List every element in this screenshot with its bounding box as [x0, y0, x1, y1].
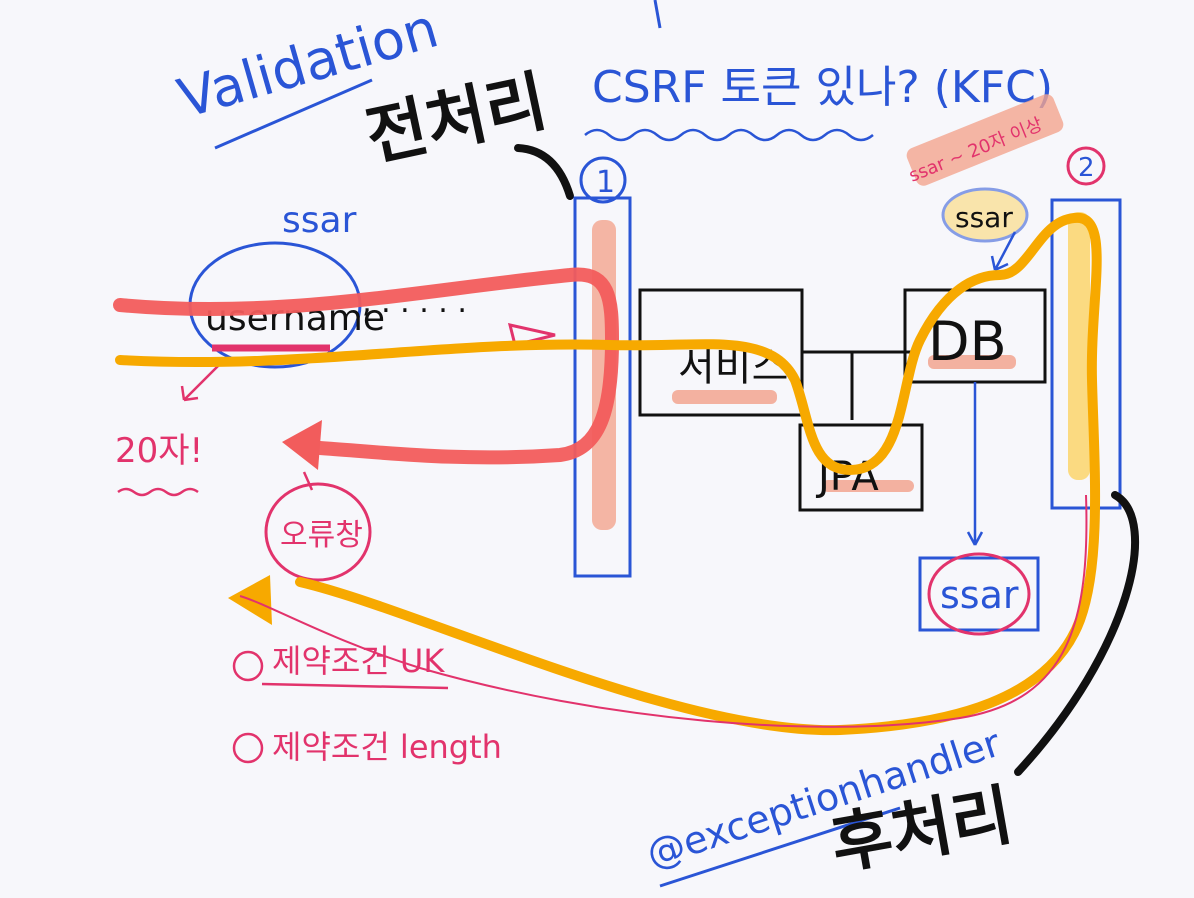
jpa-box [798, 423, 924, 512]
limit-note-underline [117, 487, 199, 497]
error-bubble-pointer [302, 471, 314, 491]
preprocess-arrow-stroke [514, 144, 574, 200]
filter-2-marker: 2 [1078, 153, 1095, 183]
ssar-tag-arrow [990, 231, 1017, 272]
db-highlight [928, 355, 1016, 369]
db-result-label: ssar [940, 573, 1019, 617]
csrf-question: CSRF 토큰 있나? (KFC) [592, 62, 1053, 113]
service-db-connector [802, 350, 912, 420]
pink-return-line [239, 494, 1088, 728]
constraint-1-bullet [232, 650, 264, 682]
db-result-line [966, 382, 984, 546]
red-flow-arrowhead [282, 420, 322, 470]
filter-2-highlight [1068, 212, 1090, 480]
client-user-label: ssar [282, 200, 357, 241]
jpa-highlight [822, 480, 914, 492]
exception-handler-underline [659, 806, 901, 888]
error-bubble-label: 오류창 [280, 518, 363, 553]
ssar-tag-outline [941, 187, 1029, 243]
filter-1-pillar [573, 196, 632, 578]
limit-note-arrow [180, 361, 223, 402]
filter-1-marker: 1 [596, 165, 615, 200]
constraint-1-underline [261, 682, 449, 690]
db-result-circle [927, 552, 1031, 636]
limit-note: 20자! [115, 431, 203, 471]
db-label: DB [928, 310, 1007, 373]
red-request-flow [113, 267, 620, 465]
db-check-highlight [906, 94, 1064, 186]
preprocess-label: 전처리 [359, 62, 553, 175]
postprocess-arrow-stroke [1014, 491, 1139, 776]
db-result-box [918, 556, 1040, 632]
constraint-1-text: 제약조건 UK [272, 642, 445, 680]
constraint-2-bullet [232, 732, 264, 764]
error-bubble [264, 482, 372, 582]
constraint-2-text: 제약조건 length [272, 728, 502, 766]
top-stroke [653, 0, 662, 29]
validation-underline [214, 78, 373, 150]
filter-1-marker-circle [579, 156, 627, 204]
service-highlight [672, 390, 777, 404]
csrf-wavy-underline [584, 128, 874, 142]
filter-2-marker-circle [1066, 146, 1106, 186]
ssar-tag: ssar [955, 201, 1013, 234]
